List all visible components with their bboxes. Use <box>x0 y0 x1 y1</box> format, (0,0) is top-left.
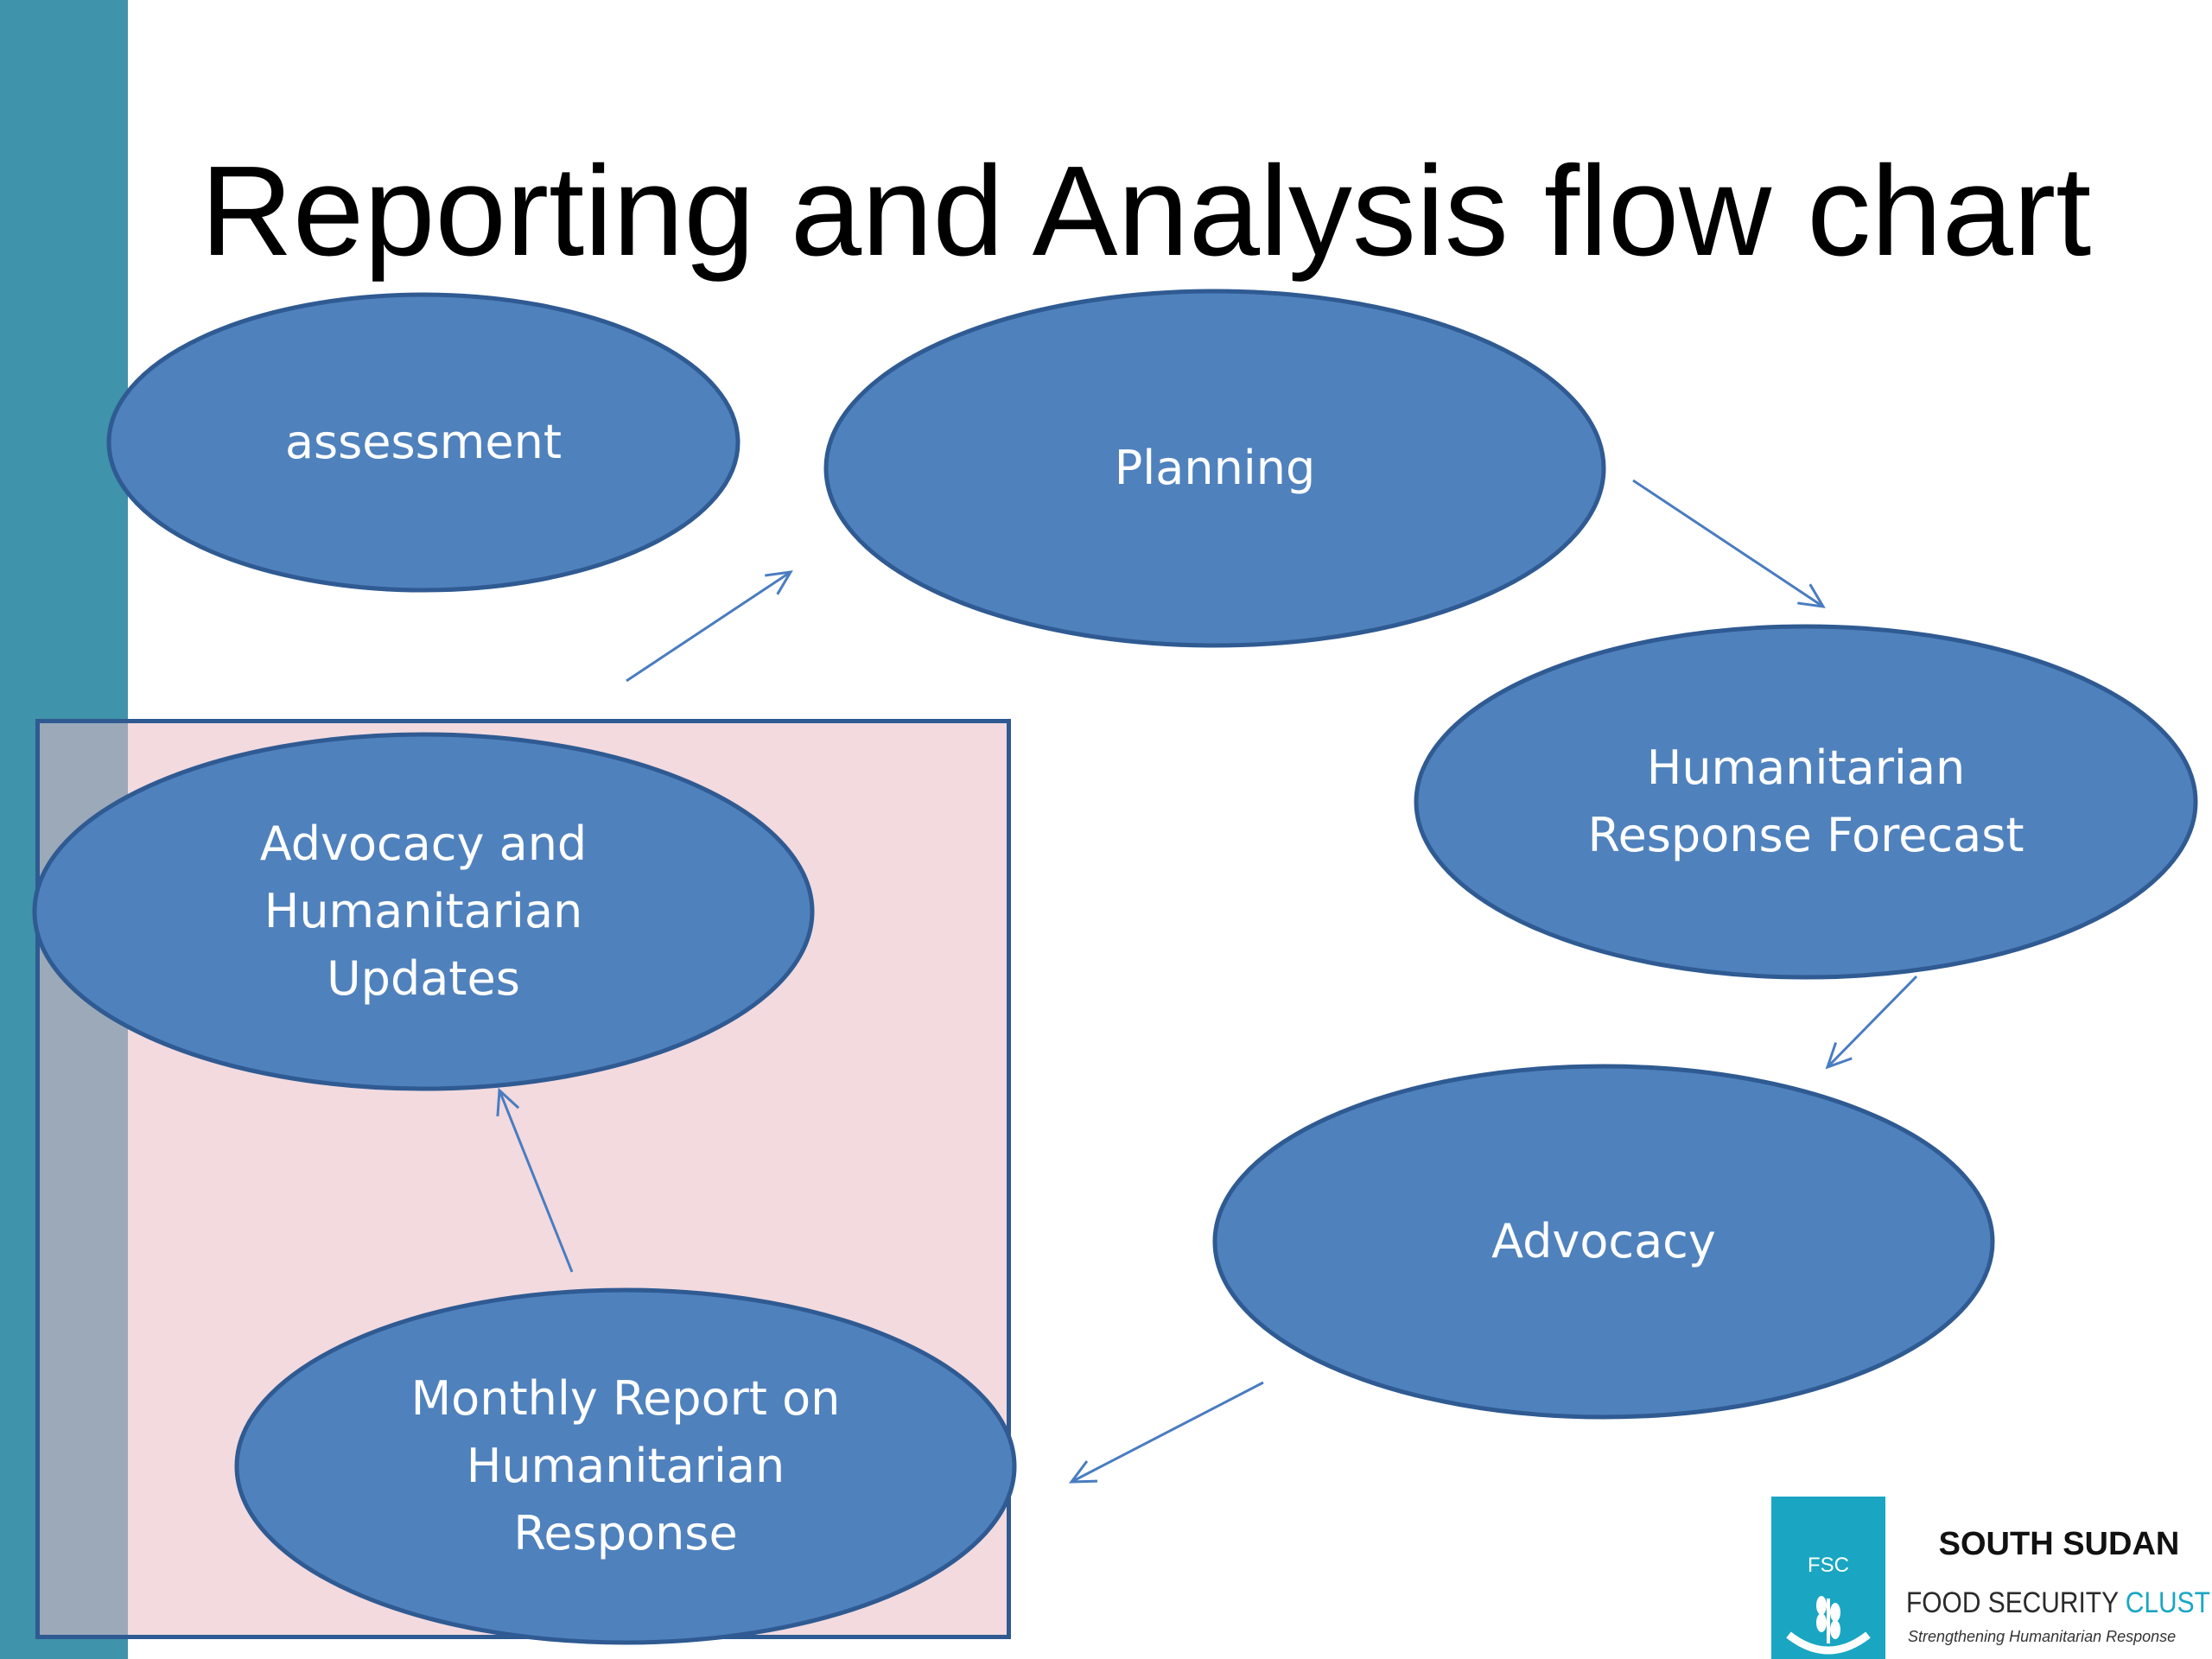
node-advocacy-and-updates <box>32 732 815 1091</box>
node-assessment <box>106 292 741 593</box>
arrow-planning-to-hrf-head <box>1797 583 1826 608</box>
node-advocacy <box>1212 1064 1995 1420</box>
arrow-updates-to-planning-head <box>765 570 793 595</box>
arrow-advocacy-to-monthly <box>1071 1381 1264 1484</box>
fsc-logo-abbr: FSC <box>1808 1554 1849 1577</box>
fsc-logo-country: SOUTH SUDAN <box>1938 1526 2180 1562</box>
arrow-hrf-to-advocacy <box>1826 975 1918 1069</box>
arrow-hrf-to-advocacy-head <box>1825 1042 1853 1070</box>
fsc-logo: FSC SOUTH SUDAN FOOD SECURITY CLUSTER St… <box>1771 1497 2212 1659</box>
node-humanitarian-response-forecast <box>1414 624 2198 980</box>
wheat-icon <box>1786 1596 1871 1655</box>
fsc-logo-tagline: Strengthening Humanitarian Response <box>1908 1628 2177 1645</box>
fsc-logo-name: FOOD SECURITY CLUSTER <box>1906 1586 2212 1620</box>
fsc-logo-mark: FSC <box>1771 1497 1885 1659</box>
fsc-logo-name-accent: CLUSTER <box>2125 1586 2212 1619</box>
arrow-planning-to-hrf <box>1632 479 1824 608</box>
fsc-logo-name-main: FOOD SECURITY <box>1906 1586 2126 1619</box>
arrow-monthly-to-updates <box>498 1090 574 1273</box>
edges-layer <box>496 479 1918 1484</box>
nodes-layer <box>32 289 2198 1645</box>
arrow-updates-to-planning <box>626 570 791 683</box>
slide-title: Reporting and Analysis flow chart <box>200 140 2092 283</box>
node-planning <box>823 289 1606 648</box>
arrow-monthly-to-updates-head <box>496 1087 520 1117</box>
node-monthly-report <box>234 1287 1017 1645</box>
arrow-advocacy-to-monthly-head <box>1068 1460 1098 1484</box>
